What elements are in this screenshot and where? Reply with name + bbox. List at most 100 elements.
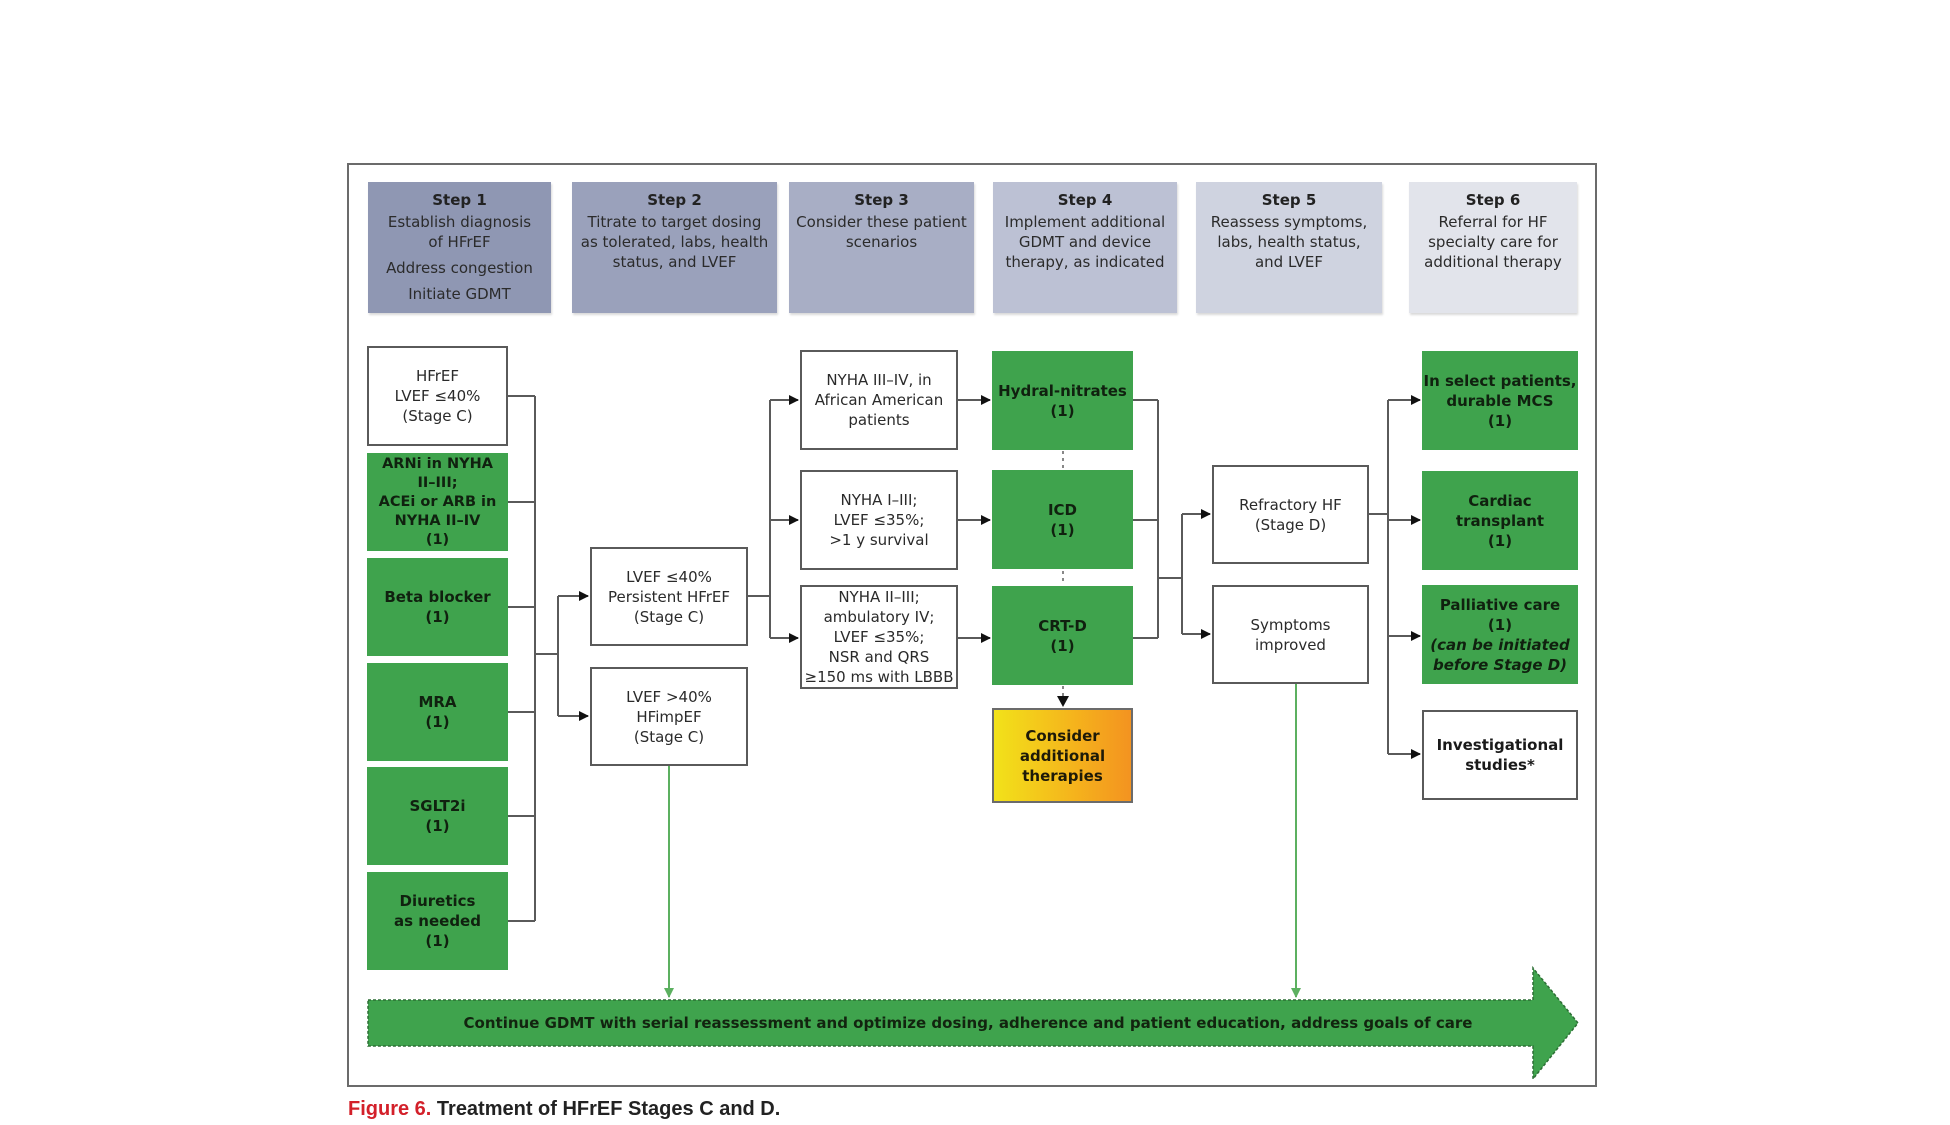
step-description-line: Establish diagnosis xyxy=(387,213,532,231)
therapy-line: MRA xyxy=(418,693,457,711)
box-line: LVEF ≤35%; xyxy=(833,628,925,646)
box-line: Refractory HF xyxy=(1239,495,1342,514)
arni-acei-arb-box: ARNi in NYHA II–III; ACEi or ARB in NYHA… xyxy=(367,453,508,551)
scenario-african-american-box: NYHA III–IV, in African American patient… xyxy=(800,350,958,450)
therapy-line: Diuretics xyxy=(399,892,476,910)
step-description-line: as tolerated, labs, health xyxy=(580,233,769,251)
box-line: Symptoms xyxy=(1250,615,1331,634)
box-line: (Stage D) xyxy=(1254,515,1327,534)
durable-mcs-box: In select patients, durable MCS (1) xyxy=(1422,351,1578,450)
box-line: Investigational xyxy=(1436,736,1564,754)
diuretics-box: Diuretics as needed (1) xyxy=(367,872,508,970)
step-description-line: status, and LVEF xyxy=(612,253,737,271)
therapy-line: SGLT2i xyxy=(409,797,466,815)
step-title: Step 3 xyxy=(854,191,909,209)
therapy-line: (1) xyxy=(1050,636,1075,655)
step-description-line: Consider these patient xyxy=(796,213,967,231)
box-line: African American xyxy=(814,391,944,409)
step-title: Step 2 xyxy=(647,191,702,209)
sglt2i-box: SGLT2i (1) xyxy=(367,767,508,865)
therapy-line: (1) xyxy=(1487,615,1513,634)
step-6-header: Step 6 Referral for HF specialty care for a… xyxy=(1409,182,1577,313)
step-description-line: Implement additional xyxy=(1004,213,1166,231)
therapy-line: ACEi or ARB in xyxy=(378,493,497,510)
step-description-line: additional therapy xyxy=(1424,253,1562,271)
therapy-line: ICD xyxy=(1047,500,1078,519)
step-description-line: Referral for HF xyxy=(1438,213,1548,231)
therapy-line: (1) xyxy=(1050,520,1075,539)
investigational-studies-box: Investigational studies* xyxy=(1422,710,1578,800)
step-title: Step 1 xyxy=(432,191,487,209)
therapy-line: (1) xyxy=(425,817,450,835)
box-line: ambulatory IV; xyxy=(823,608,935,626)
symptoms-improved-box: Symptoms improved xyxy=(1212,585,1369,684)
therapy-line: as needed xyxy=(394,912,481,930)
step-action-line: Address congestion xyxy=(386,259,533,277)
therapy-line: (1) xyxy=(425,608,450,626)
step-description-line: scenarios xyxy=(845,233,918,251)
hfimpef-box: LVEF >40% HFimpEF (Stage C) xyxy=(590,667,748,766)
step-3-header: Step 3 Consider these patient scenarios xyxy=(789,182,974,313)
box-line: therapies xyxy=(1022,766,1103,785)
step-2-header: Step 2 Titrate to target dosing as tolerat… xyxy=(572,182,777,313)
figure-title: Treatment of HFrEF Stages C and D. xyxy=(431,1098,781,1120)
box-line: (Stage C) xyxy=(633,607,705,626)
step-description-line: and LVEF xyxy=(1254,253,1324,271)
therapy-line: (1) xyxy=(1487,411,1513,430)
therapy-line: Cardiac transplant xyxy=(1455,491,1545,530)
scenario-crt-box: NYHA II–III; ambulatory IV; LVEF ≤35%; N… xyxy=(800,585,958,689)
therapy-note: (can be initiated xyxy=(1430,635,1570,654)
diag-line: LVEF ≤40% xyxy=(394,387,481,405)
figure-caption: Figure 6. Treatment of HFrEF Stages C an… xyxy=(348,1098,780,1121)
hydral-nitrates-box: Hydral-nitrates (1) xyxy=(992,351,1133,450)
therapy-note: before Stage D) xyxy=(1432,655,1568,674)
therapy-line: (1) xyxy=(1487,531,1513,550)
step-description-line: therapy, as indicated xyxy=(1005,253,1165,271)
step-1-header: Step 1 Establish diagnosis of HFrEF Address… xyxy=(368,182,551,313)
therapy-line: Palliative care xyxy=(1439,595,1561,614)
step-title: Step 6 xyxy=(1465,191,1521,209)
box-line: (Stage C) xyxy=(633,727,705,746)
box-line: HFimpEF xyxy=(636,707,702,726)
box-line: LVEF ≤40% xyxy=(626,567,712,586)
box-line: >1 y survival xyxy=(829,531,929,549)
step-title: Step 4 xyxy=(1057,191,1113,209)
box-line: studies* xyxy=(1465,756,1535,774)
scenario-icd-box: NYHA I–III; LVEF ≤35%; >1 y survival xyxy=(800,470,958,570)
box-line: NYHA II–III; xyxy=(838,588,920,606)
step-title: Step 5 xyxy=(1261,191,1317,209)
therapy-line: CRT-D xyxy=(1038,616,1087,635)
palliative-care-box: Palliative care (1) (can be initiated be… xyxy=(1422,585,1578,684)
beta-blocker-box: Beta blocker (1) xyxy=(367,558,508,656)
cardiac-transplant-box: Cardiac transplant (1) xyxy=(1422,471,1578,570)
refractory-hf-box: Refractory HF (Stage D) xyxy=(1212,465,1369,564)
box-line: additional xyxy=(1019,746,1106,765)
mra-box: MRA (1) xyxy=(367,663,508,761)
therapy-line: (1) xyxy=(425,531,450,548)
continue-gdmt-text: Continue GDMT with serial reassessment a… xyxy=(463,1014,1473,1032)
persistent-hfref-box: LVEF ≤40% Persistent HFrEF (Stage C) xyxy=(590,547,748,646)
box-line: ≥150 ms with LBBB xyxy=(804,668,954,686)
therapy-line: (1) xyxy=(425,713,450,731)
therapy-line: (1) xyxy=(425,932,450,950)
box-line: LVEF ≤35%; xyxy=(833,511,925,529)
therapy-line: Hydral-nitrates xyxy=(998,381,1127,400)
therapy-line: durable MCS xyxy=(1446,391,1554,410)
step-description-line: Reassess symptoms, xyxy=(1210,213,1368,231)
box-line: patients xyxy=(848,411,910,429)
box-line: NYHA I–III; xyxy=(840,491,918,509)
therapy-line: (1) xyxy=(1050,401,1075,420)
icd-box: ICD (1) xyxy=(992,470,1133,569)
consider-additional-therapies-box: Consider additional therapies xyxy=(992,708,1133,803)
step-action-line: Initiate GDMT xyxy=(408,285,511,303)
step-description-line: specialty care for xyxy=(1428,233,1558,251)
box-line: NSR and QRS xyxy=(828,648,930,666)
therapy-line: II–III; xyxy=(417,474,458,491)
step-description-line: of HFrEF xyxy=(428,233,491,251)
step-description-line: GDMT and device xyxy=(1018,233,1152,251)
step-description-line: Titrate to target dosing xyxy=(587,213,762,231)
therapy-line: NYHA II–IV xyxy=(394,512,481,529)
crt-d-box: CRT-D (1) xyxy=(992,586,1133,685)
